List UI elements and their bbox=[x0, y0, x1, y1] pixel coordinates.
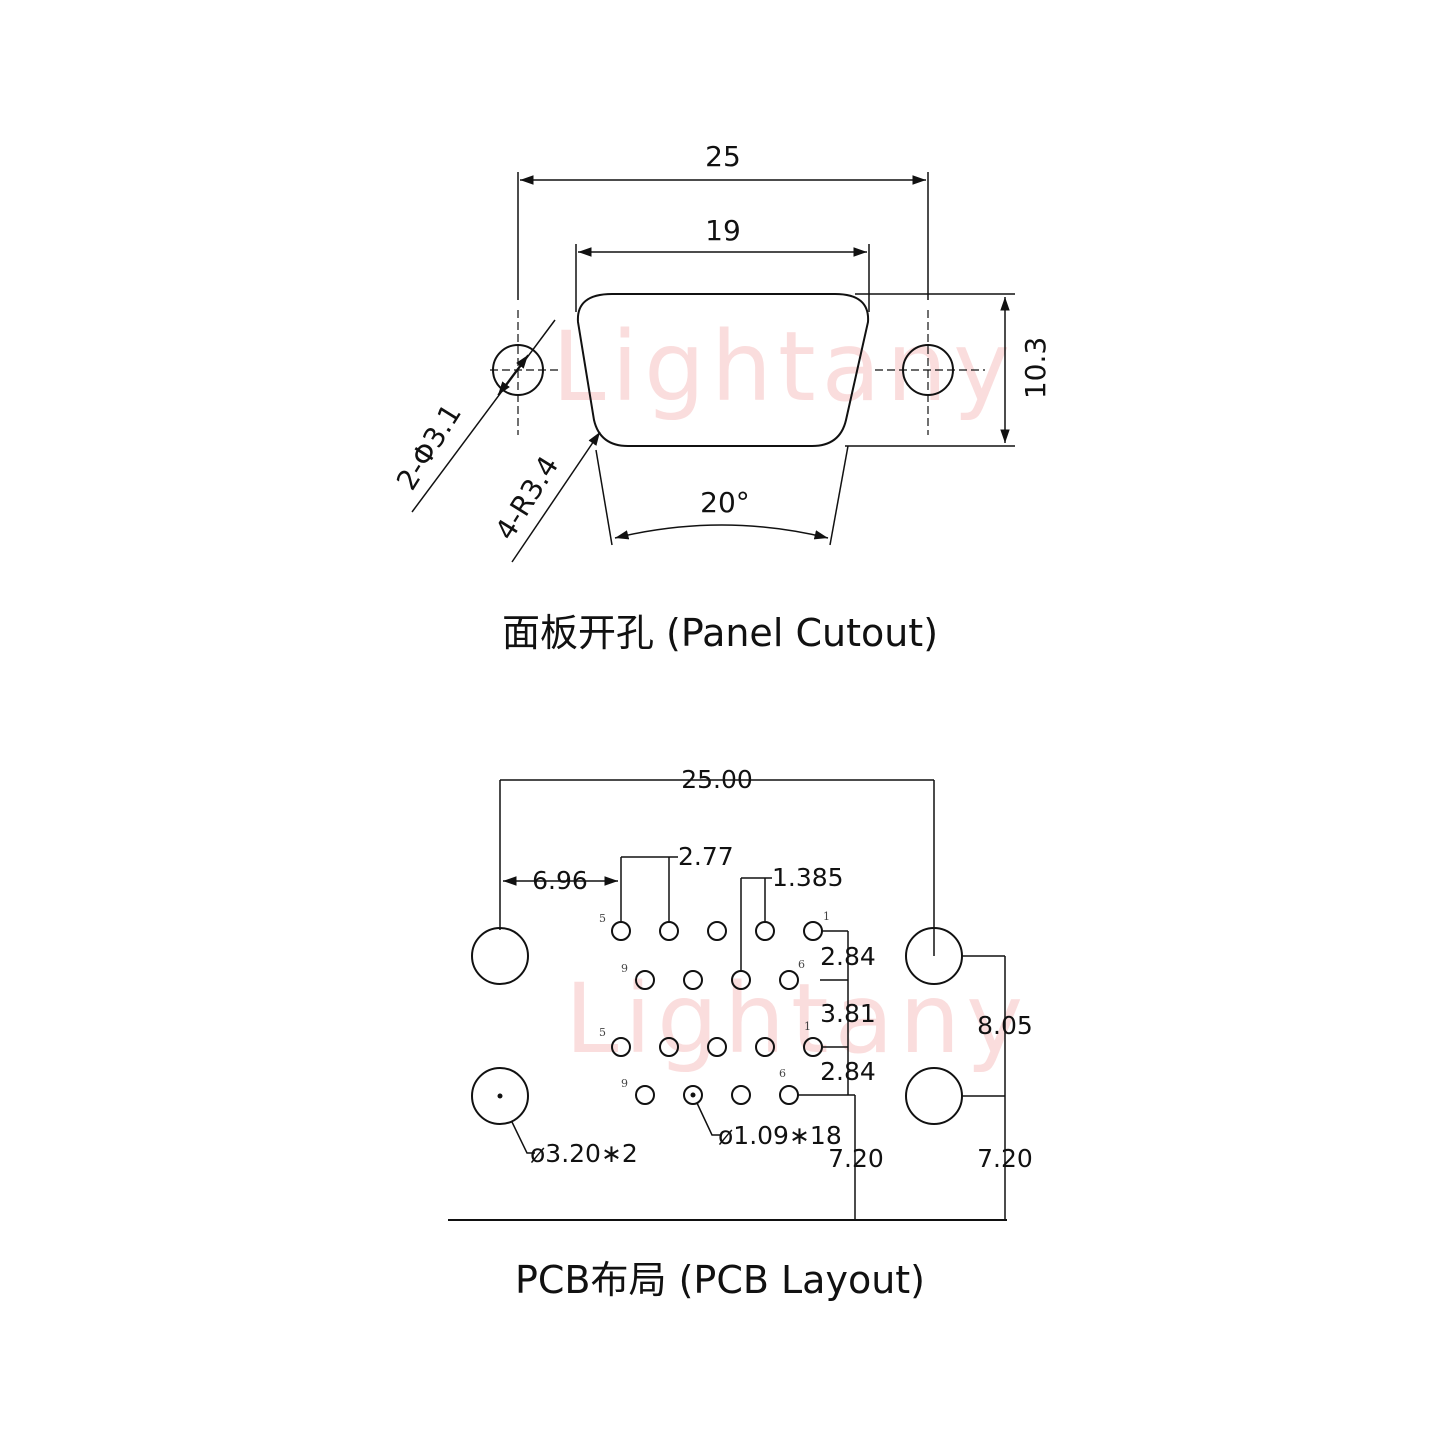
pin-label: 1 bbox=[804, 1020, 811, 1033]
leader-corner-radius bbox=[511, 431, 601, 563]
watermark: Lightany bbox=[552, 311, 1016, 423]
pin bbox=[707, 1037, 727, 1057]
pin-label: 6 bbox=[798, 958, 805, 971]
pin bbox=[659, 921, 679, 941]
dim-mount-holes: 2-Φ3.1 bbox=[390, 398, 468, 496]
pin bbox=[755, 1037, 775, 1057]
pin bbox=[755, 921, 775, 941]
leader-mount-holes bbox=[411, 319, 556, 513]
pin-label: 5 bbox=[599, 1026, 606, 1039]
dim-mount-hole-dia: ø3.20∗2 bbox=[530, 1139, 638, 1168]
dim-bottom-right: 7.20 bbox=[977, 1144, 1033, 1173]
pin bbox=[707, 921, 727, 941]
dim-pitch: 2.77 bbox=[678, 842, 734, 871]
pin bbox=[635, 970, 655, 990]
pin bbox=[731, 1085, 751, 1105]
dim-row-spacing-bottom: 2.84 bbox=[820, 1057, 876, 1086]
leader-pin-dia bbox=[696, 1102, 720, 1136]
dim-pin-dia: ø1.09∗18 bbox=[718, 1121, 842, 1150]
pin-label: 5 bbox=[599, 912, 606, 925]
pin bbox=[683, 1085, 703, 1105]
left-mount-hole bbox=[490, 310, 560, 435]
dim-corner-radius: 4-R3.4 bbox=[489, 450, 566, 545]
pcb-mount-hole-top-left bbox=[471, 927, 529, 985]
dim-angle: 20° bbox=[700, 486, 750, 519]
pin-label: 1 bbox=[823, 910, 830, 923]
dim-overall-width: 25 bbox=[705, 140, 741, 173]
pin bbox=[803, 921, 823, 941]
pcb-layout: Lightany bbox=[448, 765, 1033, 1302]
pcb-mount-hole-bottom-left bbox=[471, 1067, 529, 1125]
pcb-layout-caption: PCB布局 (PCB Layout) bbox=[515, 1258, 925, 1302]
d-sub-cutout-outline bbox=[576, 293, 870, 447]
dim-half-pitch: 1.385 bbox=[772, 863, 844, 892]
pcb-mount-hole-bottom-right bbox=[905, 1067, 963, 1125]
pin bbox=[611, 1037, 631, 1057]
dim-offset-left: 6.96 bbox=[532, 866, 588, 895]
dim-mount-hole-spacing: 8.05 bbox=[977, 1011, 1033, 1040]
pin bbox=[659, 1037, 679, 1057]
pin bbox=[611, 921, 631, 941]
dim-pcb-overall-width: 25.00 bbox=[681, 765, 753, 794]
dim-cutout-width: 19 bbox=[705, 214, 741, 247]
pin-label: 9 bbox=[621, 962, 628, 975]
pin-label: 6 bbox=[779, 1067, 786, 1080]
pin-label: 9 bbox=[621, 1077, 628, 1090]
pin bbox=[635, 1085, 655, 1105]
dim-height: 10.3 bbox=[1019, 337, 1052, 399]
panel-cutout-caption: 面板开孔 (Panel Cutout) bbox=[502, 611, 938, 655]
dim-row-spacing-top: 2.84 bbox=[820, 942, 876, 971]
leader-mount-hole-dia bbox=[511, 1121, 535, 1154]
dim-bottom-left: 7.20 bbox=[828, 1144, 884, 1173]
pin bbox=[779, 970, 799, 990]
right-mount-hole bbox=[875, 310, 985, 435]
pin bbox=[683, 970, 703, 990]
panel-cutout: Lightany 25 19 10.3 bbox=[390, 140, 1052, 655]
dim-arc-angle bbox=[614, 524, 829, 540]
pin bbox=[779, 1085, 799, 1105]
dim-row-group-spacing: 3.81 bbox=[820, 999, 876, 1028]
